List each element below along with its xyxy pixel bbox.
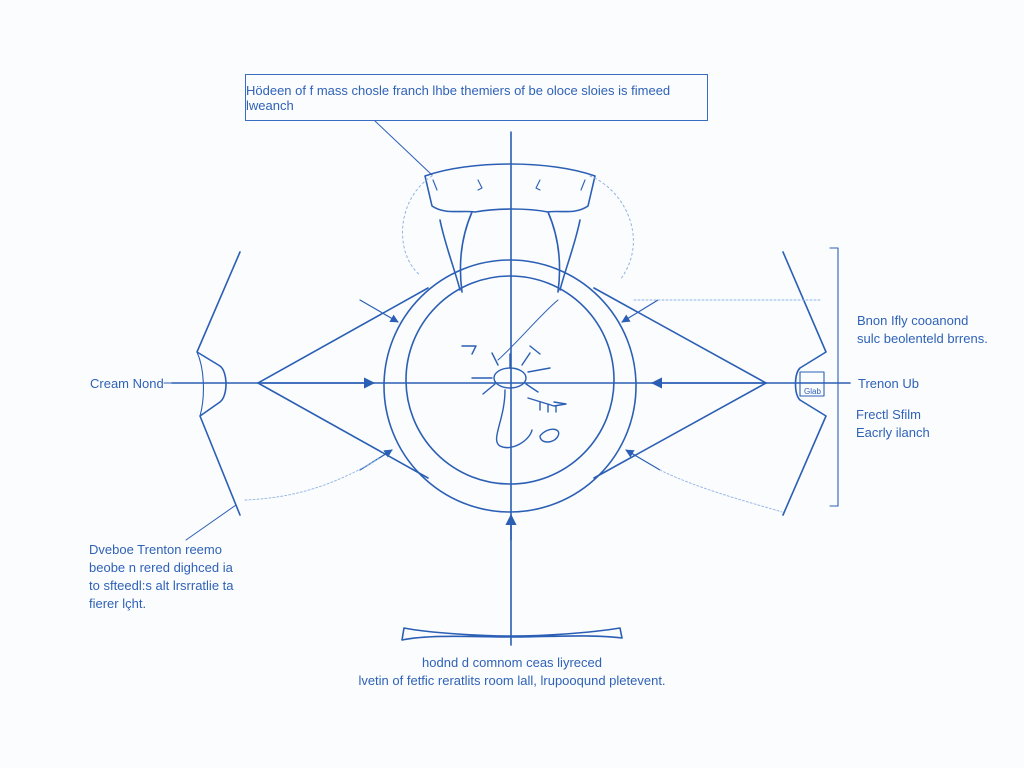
upper-prong-right <box>547 211 581 293</box>
right-label: Trenon Ub <box>858 376 919 391</box>
dotted-halo <box>402 175 634 281</box>
outer-ring <box>383 259 637 513</box>
upper-prong-left <box>439 211 473 293</box>
bottom-left-note-line-3: to sfteedl:s alt lrsrratlie ta <box>89 578 234 593</box>
wing-left-lower <box>257 382 429 479</box>
left-clamp-bracket <box>196 251 241 516</box>
bottom-left-note-line-4: fierer lçht. <box>89 596 147 611</box>
wing-right-upper <box>593 287 767 384</box>
bottom-left-note-line-1: Dveboe Trenton reemo <box>89 542 222 557</box>
wing-left-upper <box>257 287 429 384</box>
right-note-1-line-1: Bnon Ifly cooanond <box>857 313 969 328</box>
bottom-caption-line-1: hodnd d comnom ceas liyreced <box>422 655 602 670</box>
inner-ring <box>405 275 615 485</box>
title-box: Hödeen of f mass chosle franch lhbe them… <box>245 74 708 121</box>
bottom-stick <box>401 627 623 641</box>
right-note-2-line-2: Eacrly ilanch <box>856 425 930 440</box>
title-leader-line <box>374 120 433 176</box>
bottom-caption-line-2: lvetin of fetfic reratlits room lall, lr… <box>358 673 666 688</box>
right-note-2-line-1: Frectl Sfilm <box>856 407 921 422</box>
left-label: Cream Nond <box>90 376 164 391</box>
right-note-1-line-2: sulc beolenteld brrens. <box>857 331 988 346</box>
wing-right-lower <box>593 382 767 479</box>
bottom-left-note-line-2: beobe n rered dighced ia <box>89 560 233 575</box>
right-clamp-bracket <box>782 251 827 516</box>
small-tag: Glab <box>804 387 821 396</box>
central-mechanism-icon <box>461 299 567 449</box>
upper-cap <box>424 163 596 213</box>
right-dimension-bar <box>829 247 839 507</box>
